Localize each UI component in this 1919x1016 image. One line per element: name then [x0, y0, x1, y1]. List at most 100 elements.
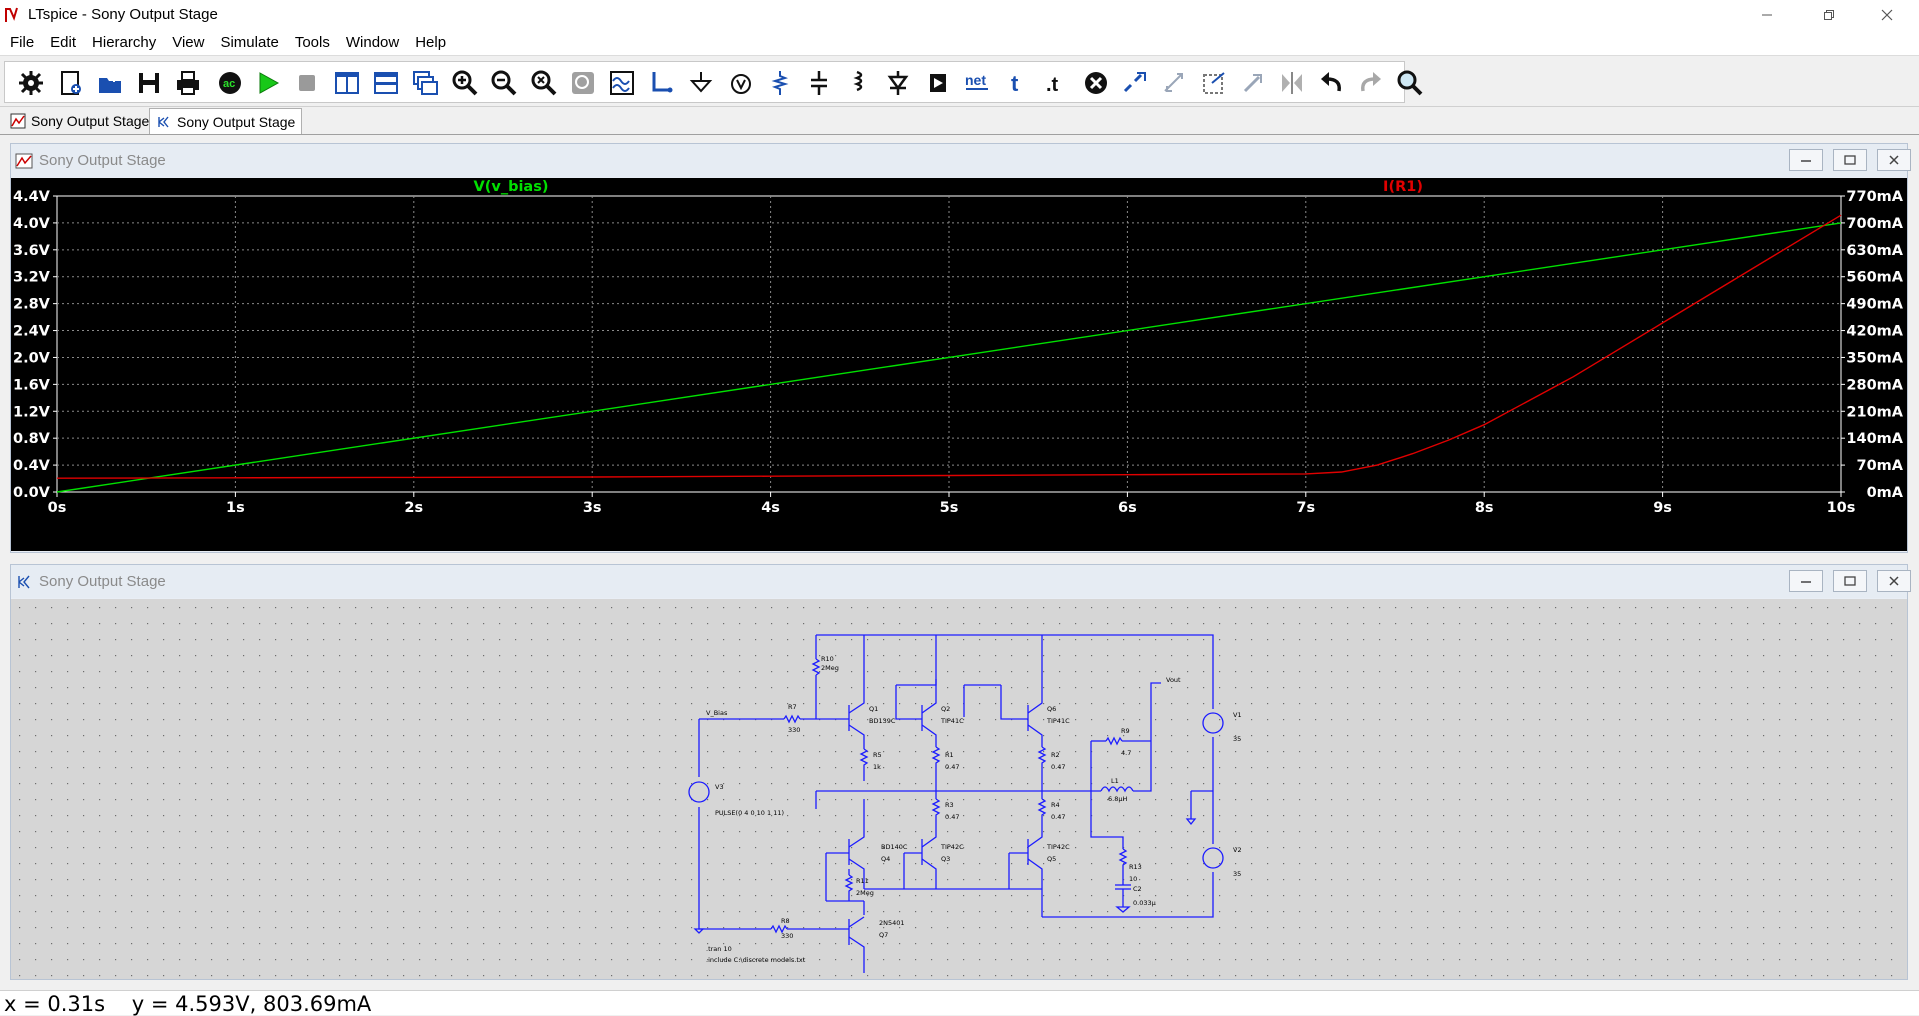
- schematic-maximize-button[interactable]: [1833, 570, 1867, 592]
- zoom-out-button[interactable]: [488, 67, 520, 99]
- menu-window[interactable]: Window: [345, 33, 400, 51]
- status-bar: x = 0.31s y = 4.593V, 803.69mA: [0, 990, 1919, 1016]
- menu-bar: File Edit Hierarchy View Simulate Tools …: [0, 29, 1919, 56]
- drag-icon: [1203, 72, 1225, 94]
- left-tick-label: 2.4V: [13, 324, 51, 340]
- open-button[interactable]: [94, 67, 126, 99]
- right-tick-label: 490mA: [1846, 297, 1903, 313]
- spice-directive-button[interactable]: .t: [1040, 67, 1072, 99]
- svg-text:.include C:\discrete models.tx: .include C:\discrete models.txt: [706, 956, 806, 964]
- duplicate-button[interactable]: [1119, 67, 1151, 99]
- delete-icon: [1085, 72, 1107, 94]
- left-tick-label: 3.2V: [13, 270, 51, 286]
- tab-schematic[interactable]: Sony Output Stage: [149, 108, 303, 134]
- close-button[interactable]: [1864, 0, 1910, 29]
- menu-help[interactable]: Help: [415, 33, 447, 51]
- minimize-button[interactable]: [1744, 0, 1790, 29]
- capacitor-button[interactable]: [803, 67, 835, 99]
- mirror-button[interactable]: [1276, 67, 1308, 99]
- delete-button[interactable]: [1080, 67, 1112, 99]
- svg-text:V_Bias: V_Bias: [706, 709, 728, 717]
- left-tick-label: 1.6V: [13, 377, 51, 393]
- new-schematic-icon: [61, 71, 81, 95]
- schematic-window: Sony Output Stage: [10, 564, 1911, 980]
- resistor-icon: [771, 71, 789, 95]
- x-tick-label: 3s: [583, 500, 602, 516]
- x-tick-label: 8s: [1475, 500, 1494, 516]
- menu-simulate[interactable]: Simulate: [220, 33, 279, 51]
- svg-text:6.8µH: 6.8µH: [1108, 795, 1127, 803]
- move-button[interactable]: [1158, 67, 1190, 99]
- menu-edit[interactable]: Edit: [50, 33, 77, 51]
- inductor-button[interactable]: [843, 67, 875, 99]
- zoom-back-button[interactable]: [567, 67, 599, 99]
- svg-text:2N5401: 2N5401: [879, 919, 905, 927]
- new-schematic-button[interactable]: [54, 67, 86, 99]
- ac-analysis-button[interactable]: ac: [214, 67, 246, 99]
- menu-file[interactable]: File: [10, 33, 35, 51]
- svg-text:Q4: Q4: [881, 855, 890, 863]
- label-net-button[interactable]: [725, 67, 757, 99]
- autorange-button[interactable]: [606, 67, 638, 99]
- minimize-icon: [1762, 14, 1772, 15]
- tile-vertical-button[interactable]: [331, 67, 363, 99]
- tile-horizontal-button[interactable]: [370, 67, 402, 99]
- duplicate-icon: [1123, 72, 1146, 93]
- plot-maximize-button[interactable]: [1833, 149, 1867, 171]
- print-icon: [177, 71, 199, 95]
- x-tick-label: 10s: [1827, 500, 1856, 516]
- svg-text:R4: R4: [1051, 801, 1060, 809]
- schematic-close-button[interactable]: [1877, 570, 1911, 592]
- halt-button[interactable]: [291, 67, 323, 99]
- svg-text:R8: R8: [781, 917, 790, 925]
- schematic-canvas[interactable]: V_Bias Vout R7 330 R10 2Meg Q1 BD139C Q2…: [11, 599, 1907, 979]
- tab-waveform[interactable]: Sony Output Stage: [4, 108, 155, 134]
- menu-hierarchy[interactable]: Hierarchy: [92, 33, 157, 51]
- ground-button[interactable]: [685, 67, 717, 99]
- left-tick-label: 0.4V: [13, 458, 51, 474]
- left-tick-label: 4.4V: [13, 189, 51, 205]
- text-button[interactable]: t: [1001, 67, 1033, 99]
- minimize-icon: [1801, 160, 1811, 162]
- right-tick-label: 350mA: [1846, 350, 1903, 366]
- svg-text:Q2: Q2: [941, 705, 950, 713]
- menu-view[interactable]: View: [172, 33, 205, 51]
- wire-button[interactable]: [646, 67, 678, 99]
- undo-button[interactable]: [1315, 67, 1347, 99]
- schematic-labels: V_Bias Vout R7 330 R10 2Meg Q1 BD139C Q2…: [706, 655, 1242, 964]
- zoom-out-icon: [491, 70, 517, 96]
- svg-text:R2: R2: [1051, 751, 1060, 759]
- svg-text:Q3: Q3: [941, 855, 950, 863]
- cascade-button[interactable]: [409, 67, 441, 99]
- zoom-in-button[interactable]: [449, 67, 481, 99]
- right-tick-label: 770mA: [1846, 189, 1903, 205]
- schematic-window-titlebar: Sony Output Stage: [11, 565, 1907, 598]
- find-button[interactable]: [1394, 67, 1426, 99]
- save-button[interactable]: [133, 67, 165, 99]
- zoom-fit-button[interactable]: [528, 67, 560, 99]
- resistor-button[interactable]: [764, 67, 796, 99]
- settings-gear-button[interactable]: [15, 67, 47, 99]
- right-tick-label: 210mA: [1846, 404, 1903, 420]
- diode-button[interactable]: [882, 67, 914, 99]
- net-label-button[interactable]: net: [961, 67, 993, 99]
- document-tabs: Sony Output Stage Sony Output Stage: [0, 107, 1919, 135]
- run-button[interactable]: [252, 67, 284, 99]
- component-button[interactable]: [922, 67, 954, 99]
- plot-minimize-button[interactable]: [1789, 149, 1823, 171]
- waveform-tab-icon: [10, 113, 26, 129]
- rotate-button[interactable]: [1237, 67, 1269, 99]
- restore-button[interactable]: [1806, 0, 1852, 29]
- plot-close-button[interactable]: [1877, 149, 1911, 171]
- redo-button[interactable]: [1355, 67, 1387, 99]
- right-tick-label: 140mA: [1846, 431, 1903, 447]
- drag-button[interactable]: [1198, 67, 1230, 99]
- print-button[interactable]: [172, 67, 204, 99]
- menu-tools[interactable]: Tools: [294, 33, 330, 51]
- save-icon: [139, 73, 159, 93]
- schematic-minimize-button[interactable]: [1789, 570, 1823, 592]
- svg-text:BD140C: BD140C: [881, 843, 908, 851]
- tile-horizontal-icon: [374, 72, 398, 94]
